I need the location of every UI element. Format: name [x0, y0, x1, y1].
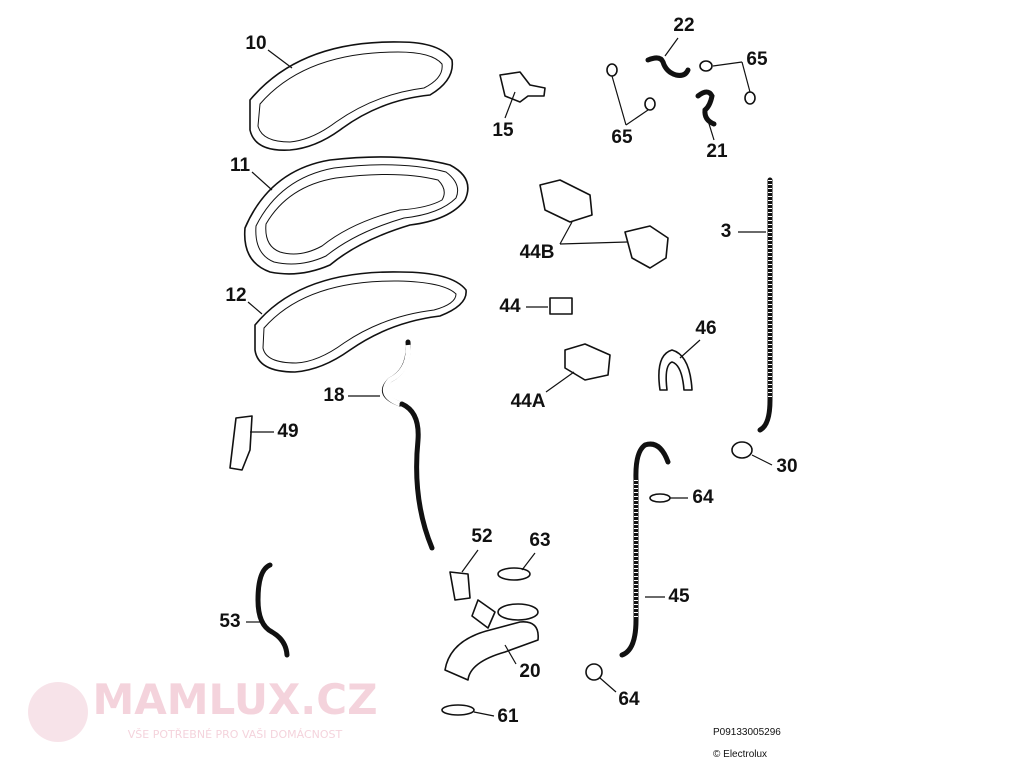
part-63-clamp	[497, 567, 531, 581]
part-46	[658, 349, 693, 391]
label-65: 65	[746, 49, 768, 70]
part-3-hose	[757, 177, 773, 433]
label-44: 44	[499, 296, 521, 317]
label-10: 10	[245, 33, 266, 54]
label-53: 53	[219, 611, 240, 632]
part-21-hose	[695, 89, 717, 127]
part-44a	[564, 343, 611, 381]
part-65-clip	[699, 60, 713, 72]
diagram-code: P09133005296	[713, 727, 781, 738]
part-20-sump-hose	[444, 599, 539, 681]
label-63: 63	[529, 530, 550, 551]
label-15: 15	[492, 120, 514, 141]
part-18-tube	[399, 401, 435, 551]
watermark-logo: MAMLUX.CZ VŠE POTŘEBNÉ PRO VAŠI DOMÁCNOS…	[28, 675, 378, 742]
part-15	[499, 71, 546, 103]
label-30: 30	[776, 456, 797, 477]
leader-lines	[246, 37, 773, 717]
part-65-clip	[644, 97, 656, 111]
label-3: 3	[721, 221, 732, 242]
label-22: 22	[673, 15, 694, 36]
hose-highlight	[382, 344, 411, 407]
label-12: 12	[225, 285, 246, 306]
part-44b	[539, 179, 593, 223]
part-64-clamp	[585, 663, 603, 681]
label-11: 11	[230, 155, 251, 176]
label-65: 65	[611, 127, 633, 148]
label-49: 49	[277, 421, 298, 442]
part-10-gasket	[249, 41, 454, 151]
label-64: 64	[618, 689, 640, 710]
svg-text:MAMLUX.CZ: MAMLUX.CZ	[92, 675, 377, 724]
label-61: 61	[497, 706, 519, 727]
svg-text:VŠE POTŘEBNÉ PRO VAŠI DOMÁCNOS: VŠE POTŘEBNÉ PRO VAŠI DOMÁCNOST	[128, 728, 343, 741]
label-44b: 44B	[520, 242, 555, 263]
label-18: 18	[323, 385, 344, 406]
part-61-clamp	[441, 704, 475, 716]
label-20: 20	[519, 661, 540, 682]
label-64: 64	[692, 487, 714, 508]
part-65-clip	[606, 63, 618, 77]
label-46: 46	[695, 318, 716, 339]
part-64-clamp	[649, 493, 671, 503]
copyright: © Electrolux	[713, 749, 768, 760]
part-12-gasket	[254, 271, 467, 373]
part-53-hose	[255, 562, 290, 658]
label-52: 52	[471, 526, 492, 547]
part-45-hose	[619, 441, 671, 658]
label-44a: 44A	[511, 391, 546, 412]
label-45: 45	[668, 586, 690, 607]
part-49	[229, 415, 253, 471]
part-52	[449, 571, 471, 601]
part-44b	[624, 225, 669, 269]
part-65-clip	[744, 91, 756, 105]
label-21: 21	[706, 141, 728, 162]
part-22-hose	[645, 55, 691, 78]
part-30-ring	[731, 441, 753, 459]
part-44	[549, 297, 573, 315]
part-11-frame	[243, 156, 469, 275]
